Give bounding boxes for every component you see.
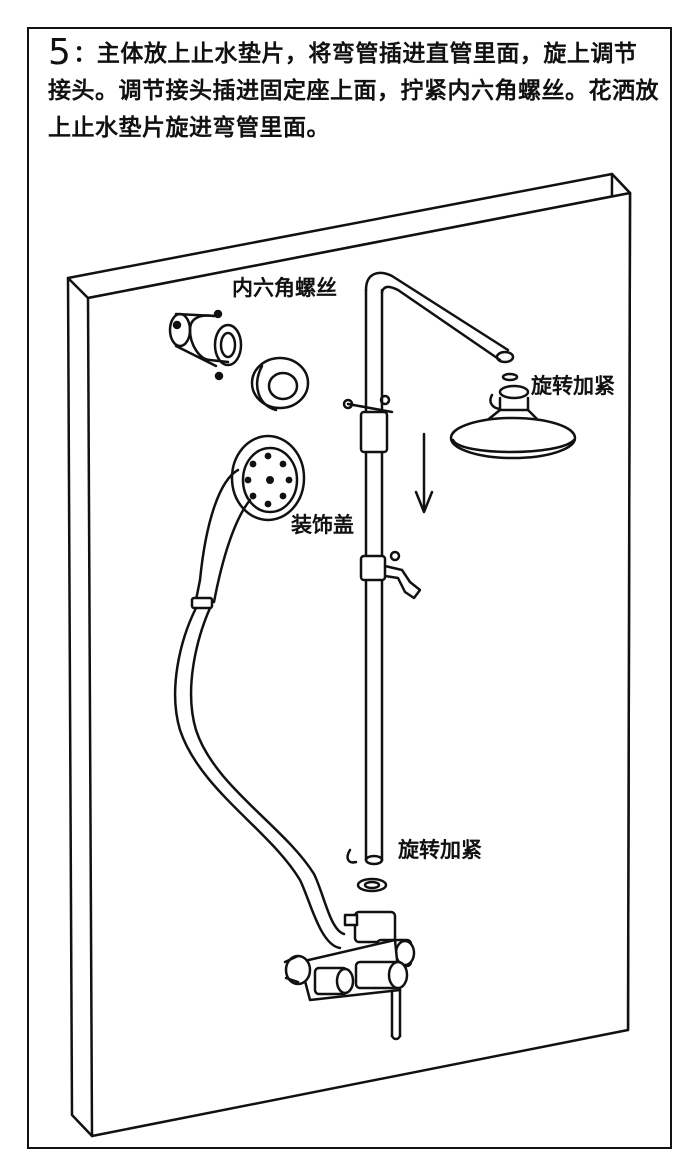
step-number: 5 (48, 32, 72, 73)
overhead-shower-head (449, 372, 577, 460)
label-hex-screw: 内六角螺丝 (232, 276, 337, 300)
label-decorative-cover: 装饰盖 (291, 513, 354, 537)
sealing-ring (250, 356, 310, 412)
label-rotate-tighten-bottom: 旋转加紧 (398, 838, 482, 862)
mixer-valve (283, 910, 416, 1041)
step-description: ：主体放上止水垫片，将弯管插进直管里面，旋上调节接头。调节接头插进固定座上面，拧… (48, 41, 659, 141)
shower-riser-pipe (342, 271, 515, 893)
hand-shower (173, 434, 346, 950)
instruction-text: 5：主体放上止水垫片，将弯管插进直管里面，旋上调节接头。调节接头插进固定座上面，… (48, 34, 660, 147)
diagram-frame (27, 27, 672, 1149)
label-rotate-tighten-top: 旋转加紧 (531, 374, 615, 398)
wall-bracket (168, 309, 243, 381)
